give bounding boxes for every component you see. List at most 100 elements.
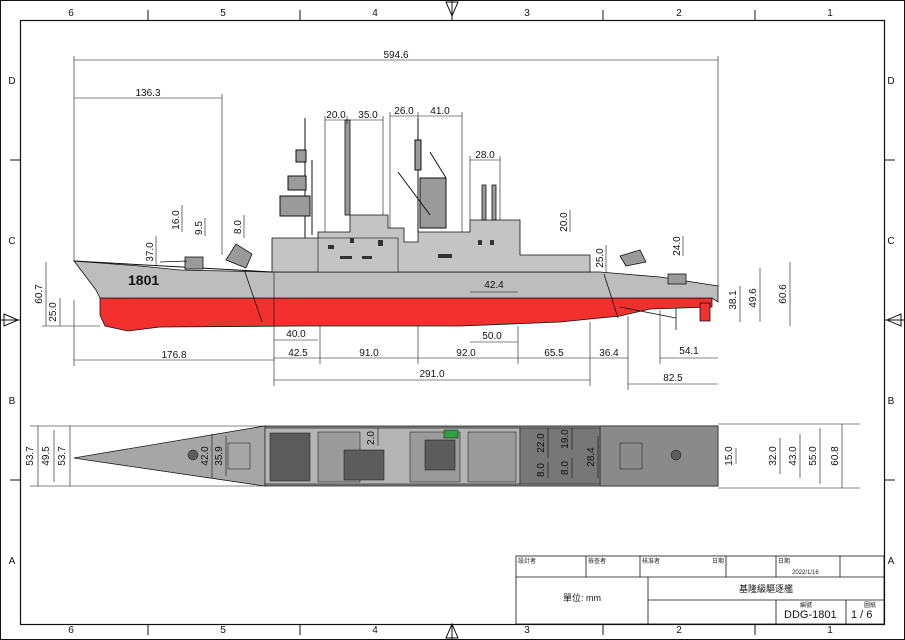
plan-foredeck: [73, 425, 266, 487]
zone-col-top: 4: [372, 8, 378, 19]
approver-label: 核准者: [642, 557, 660, 565]
dim-label: 32.0: [768, 446, 779, 466]
dim-label: 9.5: [194, 221, 205, 235]
dim-label: 82.5: [663, 373, 683, 384]
dim-label: 43.0: [788, 446, 799, 466]
zone-col-bottom: 3: [524, 625, 530, 636]
plan-dimension-labels: 53.7 49.5 53.7 42.0 35.9 2.0 22.0 19.0 8…: [25, 429, 841, 477]
dim-label: 53.7: [25, 446, 36, 466]
zone-row-right: C: [887, 236, 894, 247]
dim-label: 91.0: [359, 348, 379, 359]
hull-number: 1801: [128, 272, 159, 288]
dim-label: 2.0: [366, 431, 377, 445]
dim-label: 8.0: [536, 463, 547, 477]
dim-label: 36.4: [599, 348, 619, 359]
exhaust-stacks: [344, 119, 497, 221]
zone-row-left: B: [9, 396, 16, 407]
dim-label: 42.0: [200, 446, 211, 466]
zone-row-right: D: [887, 76, 894, 87]
dim-overall-length: 594.6: [383, 50, 408, 61]
zone-col-bottom: 5: [220, 625, 226, 636]
dim-label: 60.7: [34, 284, 45, 304]
lower-hull-red: [99, 297, 713, 332]
dim-label: 41.0: [430, 106, 450, 117]
zone-labels: 6 5 4 3 2 1 6 5 4 3 2 1 D C B A D C B A: [8, 8, 894, 636]
title-block: 設計者 檢查者 核准者 日期 日期 2022/1/16 基隆級驅逐艦 單位: m…: [515, 555, 885, 625]
forward-gun: [159, 243, 253, 270]
dim-label: 50.0: [482, 331, 502, 342]
dim-label: 55.0: [808, 446, 819, 466]
side-dimension-labels: 594.6 136.3 20.0 35.0 26.0 41.0 28.0 16.…: [34, 50, 789, 384]
dim-label: 60.6: [778, 284, 789, 304]
dim-label: 49.6: [748, 288, 759, 308]
dim-label: 22.0: [536, 433, 547, 453]
dim-label: 92.0: [456, 348, 476, 359]
dim-label: 40.0: [286, 329, 306, 340]
zone-row-right: B: [888, 396, 895, 407]
dim-label: 53.7: [57, 446, 68, 466]
date-label: 日期: [778, 557, 790, 565]
sheet-number: 1 / 6: [851, 609, 872, 621]
after-launcher: [619, 249, 687, 285]
zone-row-left: A: [9, 556, 16, 567]
dim-label: 25.0: [48, 302, 59, 322]
zone-col-top: 6: [68, 8, 74, 19]
dim-label: 54.1: [679, 346, 699, 357]
dim-label: 42.5: [288, 348, 308, 359]
zone-row-right: A: [888, 556, 895, 567]
drawing-number: DDG-1801: [784, 609, 837, 621]
superstructure-windows: [328, 238, 494, 259]
dim-label: 26.0: [394, 106, 414, 117]
zone-row-left: C: [8, 236, 15, 247]
dim-label: 28.0: [475, 150, 495, 161]
dim-label: 28.4: [586, 447, 597, 467]
drawing-title: 基隆級驅逐艦: [739, 583, 793, 594]
dim-label: 8.0: [560, 461, 571, 475]
propeller-rudder: [619, 302, 711, 330]
dim-label: 24.0: [672, 236, 683, 256]
plan-green-marker: [443, 429, 459, 439]
designer-label: 設計者: [518, 557, 536, 565]
ship-side-view: 1801: [73, 118, 719, 332]
dim-label: 176.8: [161, 350, 186, 361]
dim-label: 35.9: [214, 446, 225, 466]
drawing-number-label: 編號: [800, 601, 812, 609]
dim-label: 35.0: [358, 110, 378, 121]
plan-afterdeck: [599, 425, 719, 487]
plan-equipment: [187, 427, 682, 485]
plan-dimension-lines: [30, 423, 860, 489]
dim-label: 16.0: [171, 210, 182, 230]
date-value: 2022/1/16: [792, 570, 819, 576]
dim-label: 49.5: [41, 446, 52, 466]
dim-label: 42.4: [484, 280, 504, 291]
bridge-block: [317, 237, 399, 273]
zone-col-top: 5: [220, 8, 226, 19]
zone-col-top: 2: [676, 8, 682, 19]
sheet-label: 圖紙: [864, 601, 876, 609]
dim-bow-to-mast: 136.3: [135, 88, 160, 99]
dim-label: 15.0: [724, 446, 735, 466]
dim-label: 8.0: [233, 220, 244, 234]
dim-label: 20.0: [559, 212, 570, 232]
dim-label: 20.0: [326, 110, 346, 121]
dim-label: 37.0: [145, 242, 156, 262]
main-mast: [397, 118, 447, 232]
side-dimension-lines: [42, 56, 791, 390]
zone-col-bottom: 6: [68, 625, 74, 636]
dim-label: 60.8: [830, 446, 841, 466]
ship-plan-view: [73, 425, 719, 487]
upper-hull-gray: [73, 260, 719, 303]
zone-col-top: 3: [524, 8, 530, 19]
zone-col-bottom: 2: [676, 625, 682, 636]
unit-label: 單位: mm: [563, 592, 601, 603]
zone-col-top: 1: [827, 8, 833, 19]
dim-label: 25.0: [595, 248, 606, 268]
checker-label: 檢查者: [588, 557, 606, 565]
zone-ticks: [10, 10, 895, 635]
zone-col-bottom: 1: [827, 625, 833, 636]
zone-row-left: D: [8, 76, 15, 87]
zone-col-bottom: 4: [372, 625, 378, 636]
date-label: 日期: [712, 557, 724, 565]
